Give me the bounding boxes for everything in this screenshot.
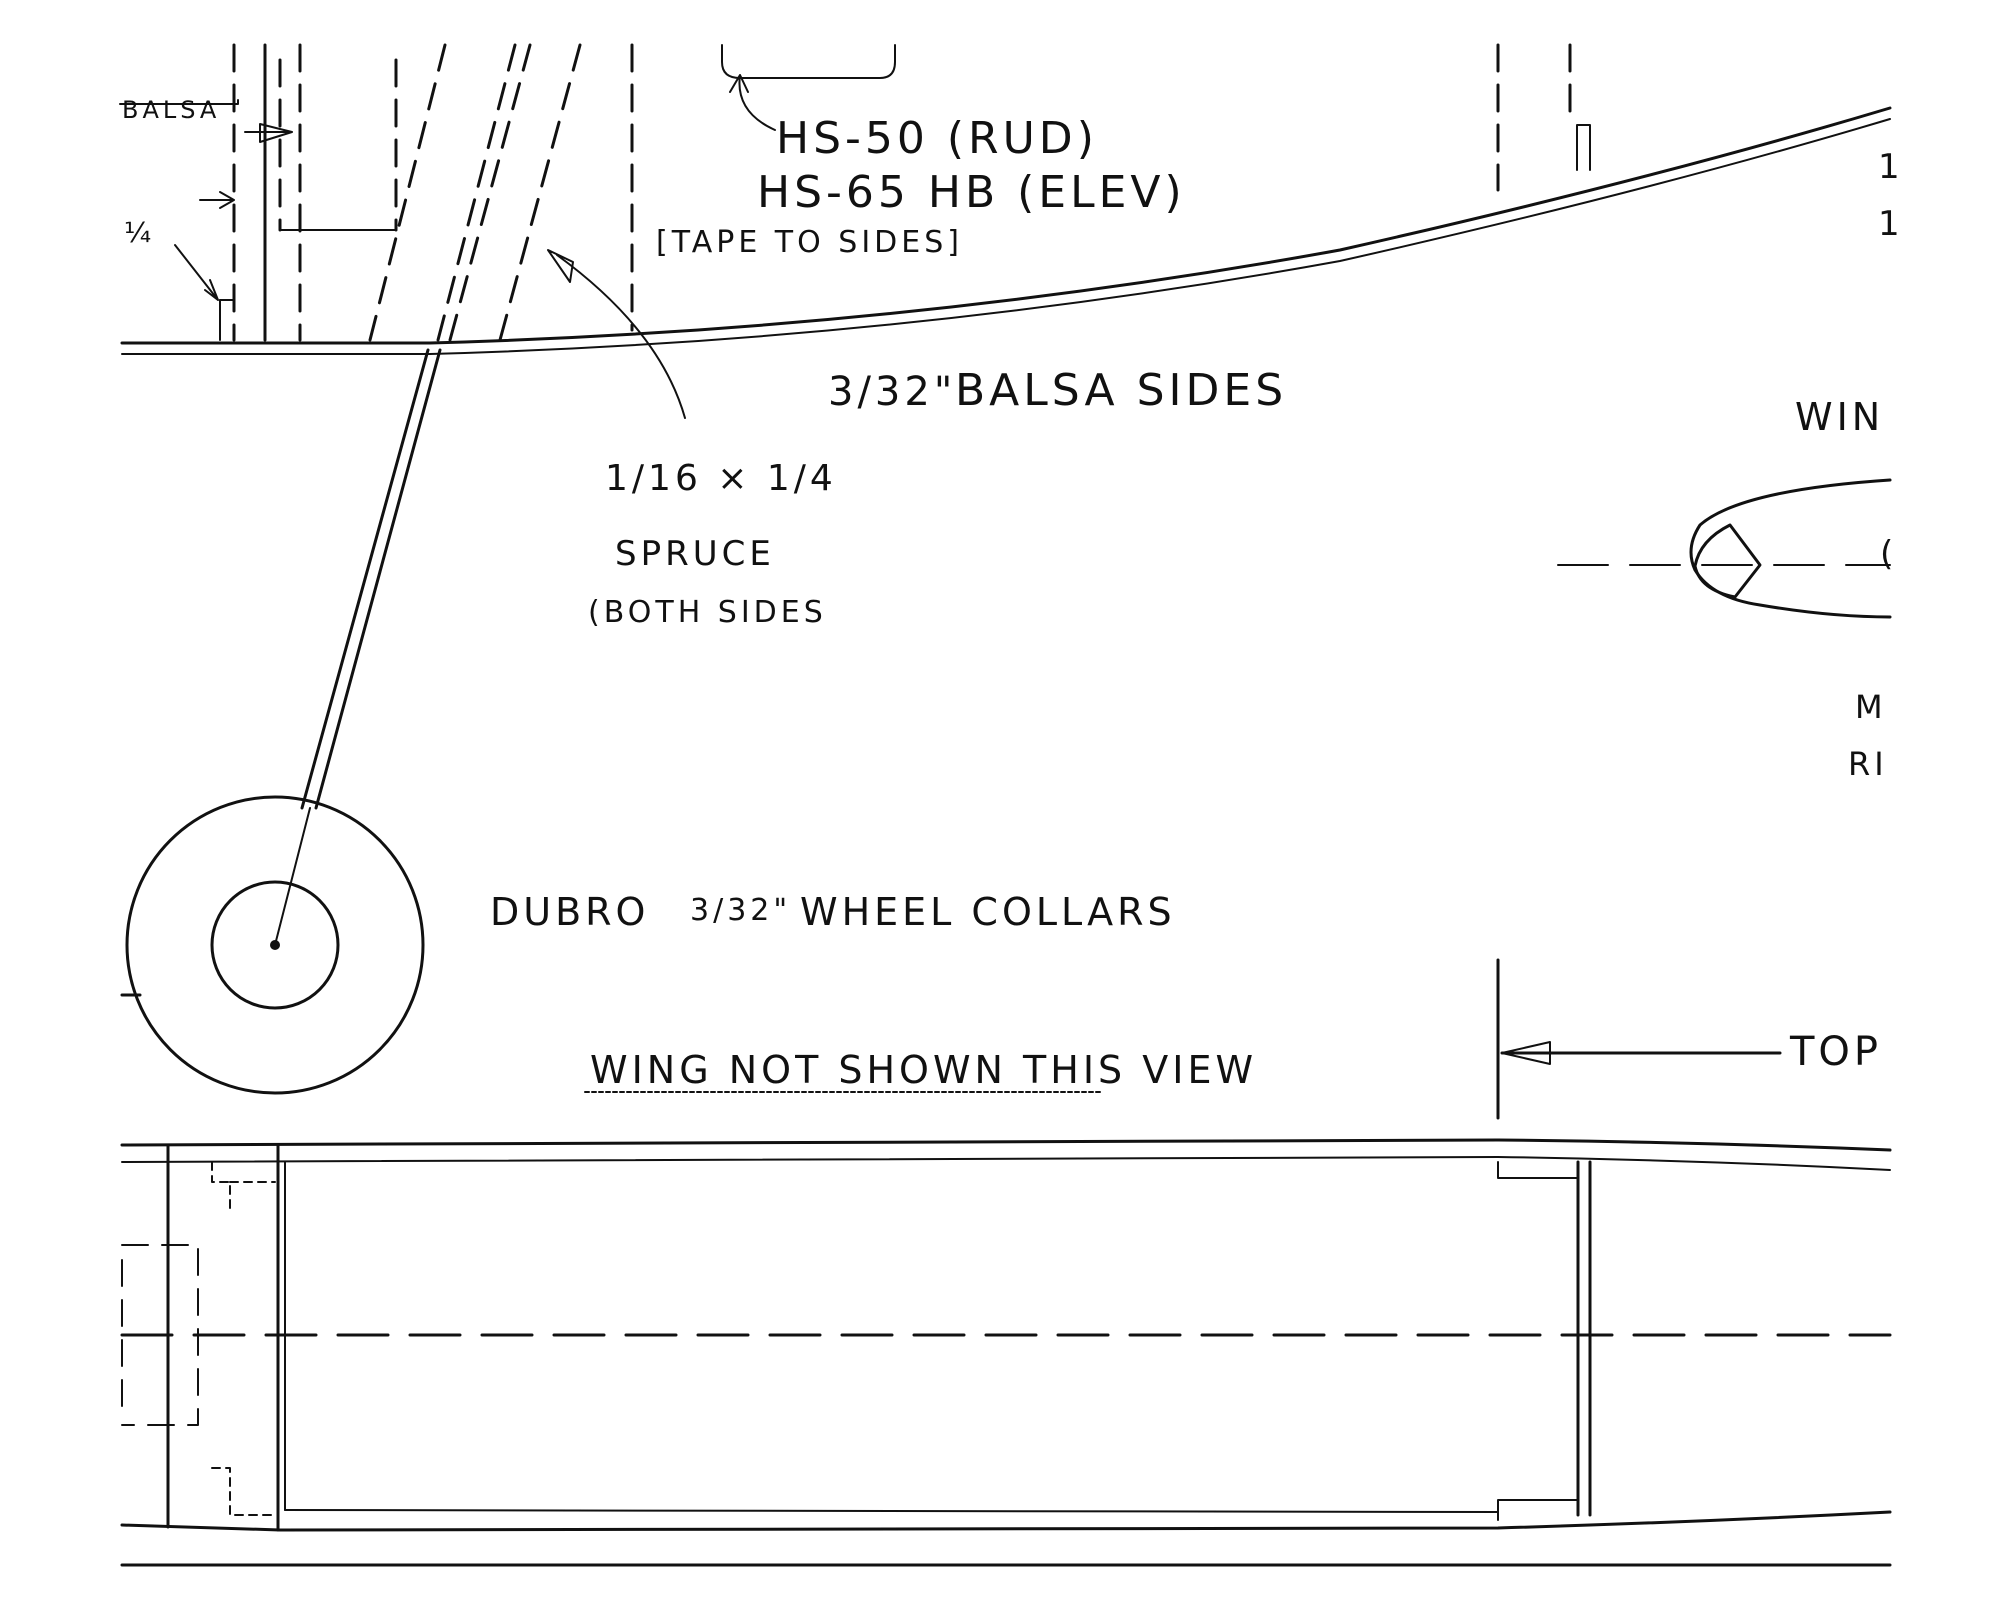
label-wing-not-shown: WING NOT SHOWN THIS VIEW [590,1048,1257,1092]
label-wing-partial: WIN [1795,395,1884,439]
quarter-leader [174,244,219,301]
wheel-hub [210,880,340,1010]
view-marker-arrowhead [1501,1041,1551,1065]
wing-leading-edge [1693,523,1762,599]
nose-tab-top [211,1161,276,1211]
side-view: ( BALSA ¼ HS-50 (RUD) HS-65 HB (ELEV) [T… [119,43,1904,1120]
label-spruce-line2: (BOTH SIDES [588,595,827,630]
nose-dashed-box [121,1244,199,1426]
label-balsa-sides: BALSA SIDES [955,365,1287,416]
quarter-arrow [199,191,235,209]
top-view-lower-edge [120,1510,1892,1532]
label-servo-line1: HS-50 (RUD) [776,113,1098,164]
gear-strut-outer [300,348,430,810]
balsa-arrow [244,123,293,143]
rear-tab-top [1497,1161,1579,1179]
top-view-upper-edge-inner [121,1156,1891,1171]
label-top-view-partial: TOP [1789,1029,1882,1075]
nose-tab-bottom [211,1467,276,1516]
gear-strut-inner [314,348,442,810]
label-spruce-line1: SPRUCE [615,534,775,574]
rear-tab-bottom [1497,1499,1579,1521]
label-balsa: BALSA [122,96,220,124]
balsa-leader [119,99,239,105]
fuselage-bottom-longeron [120,106,1892,345]
label-right-ri: RI [1848,745,1888,783]
strut-dash-2 [436,43,517,342]
top-view [120,1138,1892,1567]
gear-axle-line [274,807,311,946]
label-balsa-sides-fraction: 3/32" [828,369,956,415]
wheel-axle [270,940,280,950]
servo-leader [729,74,776,131]
label-right-2: 1 [1878,204,1904,244]
strut-dash-1 [368,43,447,342]
top-view-upper-edge [120,1138,1892,1152]
label-quarter: ¼ [124,216,155,249]
strut-dash-3 [448,43,532,342]
label-servo-line2: HS-65 HB (ELEV) [757,167,1186,218]
label-wheel-collars-prefix: DUBRO [490,890,649,934]
label-servo-line3: [TAPE TO SIDES] [656,225,963,260]
wing-airfoil [1689,478,1892,619]
wing-airfoil-cut-letter: ( [1880,534,1897,574]
inner-lower-edge [284,1509,1499,1513]
spruce-leader [547,249,686,419]
label-right-m: M [1855,688,1887,726]
label-right-1: 1 [1878,147,1904,187]
fuselage-bottom-longeron-inner [121,118,1891,355]
wheel-tire [125,795,425,1095]
strut-dash-4 [498,43,582,342]
servo-outline [721,44,896,79]
rear-former-tab [1576,124,1591,171]
label-wheel-collars-fraction: 3/32" [690,893,791,928]
label-spruce-fraction: 1/16 × 1/4 [605,458,837,499]
label-wheel-collars-suffix: WHEEL COLLARS [800,890,1176,934]
